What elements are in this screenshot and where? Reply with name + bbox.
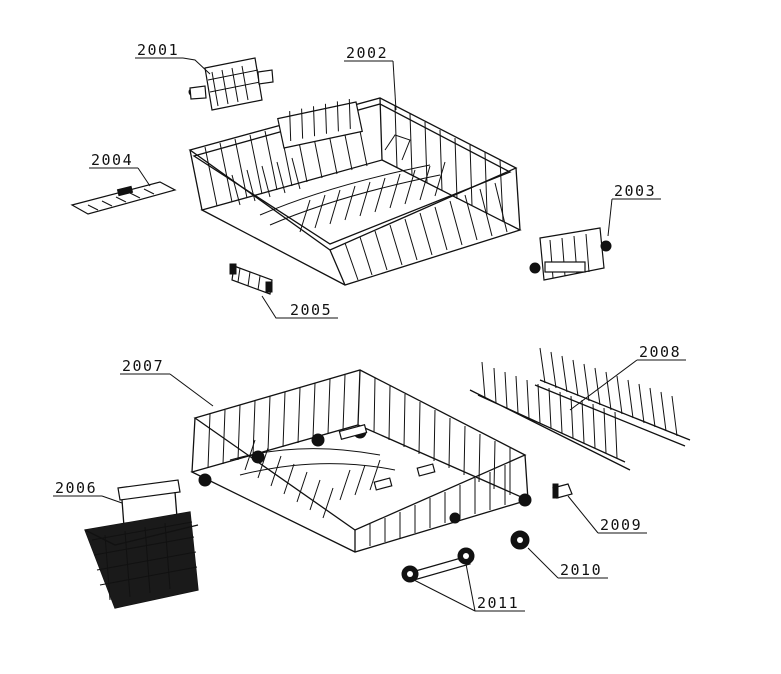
label-2008: 2008 xyxy=(639,343,681,361)
part-2001-cup-support[interactable] xyxy=(188,57,274,111)
part-2005-clip[interactable] xyxy=(229,263,273,295)
part-2011-wheel-axle[interactable] xyxy=(401,547,475,583)
label-2010: 2010 xyxy=(560,561,602,579)
part-2009-clip[interactable] xyxy=(552,483,573,499)
label-2011: 2011 xyxy=(477,594,519,612)
label-2007: 2007 xyxy=(122,357,164,375)
part-2004-holder[interactable] xyxy=(70,181,177,215)
upper-basket[interactable] xyxy=(188,97,522,286)
label-2006: 2006 xyxy=(55,479,97,497)
callout-2005: 2005 xyxy=(261,295,338,319)
label-2005: 2005 xyxy=(290,301,332,319)
callout-2004: 2004 xyxy=(89,151,151,187)
label-2001: 2001 xyxy=(137,41,179,59)
label-2003: 2003 xyxy=(614,182,656,200)
callout-2002: 2002 xyxy=(344,44,397,111)
callout-2008: 2008 xyxy=(569,343,686,411)
label-2004: 2004 xyxy=(91,151,133,169)
part-2008-tine-rack[interactable] xyxy=(469,347,691,471)
callout-2007: 2007 xyxy=(120,357,214,407)
callout-2003: 2003 xyxy=(607,182,661,237)
part-2006-cutlery-basket[interactable] xyxy=(84,479,199,609)
callout-2009: 2009 xyxy=(567,495,647,534)
label-2009: 2009 xyxy=(600,516,642,534)
part-2003-rail-clip[interactable] xyxy=(529,227,612,281)
callout-2001: 2001 xyxy=(135,41,211,75)
callout-2006: 2006 xyxy=(53,479,123,504)
lower-basket[interactable] xyxy=(190,369,532,553)
part-2010-wheel[interactable] xyxy=(510,530,530,550)
callout-2010: 2010 xyxy=(527,547,608,579)
callout-2011: 2011 xyxy=(413,563,525,612)
label-2002: 2002 xyxy=(346,44,388,62)
